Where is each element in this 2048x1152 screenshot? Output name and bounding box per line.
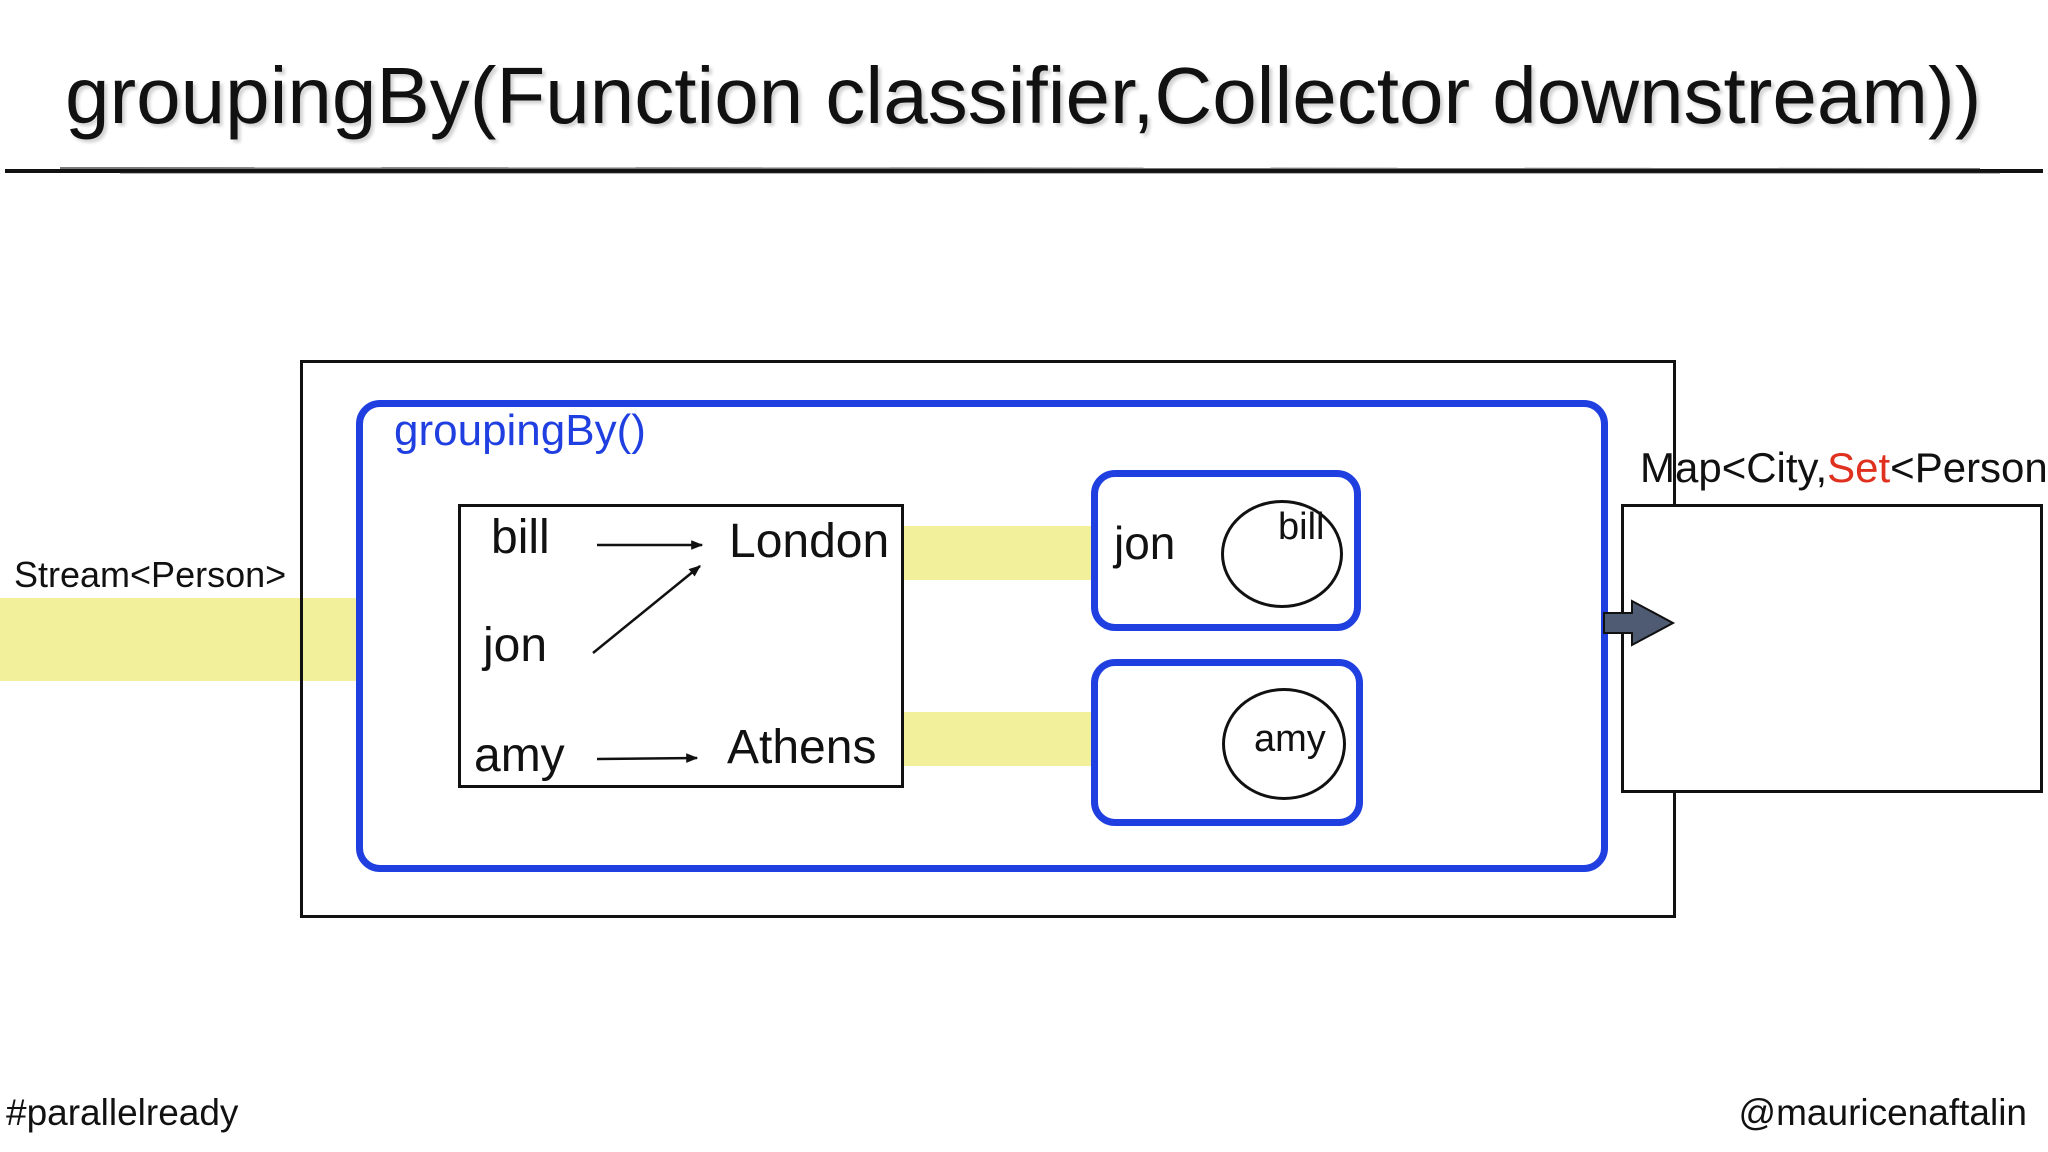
footer-hashtag: #parallelready bbox=[6, 1092, 239, 1133]
output-label-suffix: <Person> bbox=[1890, 444, 2048, 491]
output-map-box bbox=[1621, 504, 2043, 793]
title-rule bbox=[5, 167, 2043, 174]
classifier-city-athens: Athens bbox=[727, 721, 877, 774]
input-stream-band bbox=[0, 598, 356, 681]
classifier-key-bill: bill bbox=[491, 511, 550, 564]
groupingby-label: groupingBy() bbox=[394, 406, 646, 455]
group-key-jon: jon bbox=[1114, 517, 1176, 569]
group-member-bill: bill bbox=[1278, 506, 1325, 548]
member-set-london bbox=[1221, 500, 1343, 608]
output-label-set: Set bbox=[1827, 444, 1891, 491]
member-set-athens bbox=[1222, 688, 1346, 800]
classifier-key-amy: amy bbox=[474, 729, 565, 782]
classifier-key-jon: jon bbox=[483, 619, 548, 672]
input-stream-label: Stream<Person> bbox=[14, 554, 287, 595]
slide-title: groupingBy(Function classifier,Collector… bbox=[65, 51, 1982, 140]
classifier-city-london: London bbox=[729, 515, 890, 568]
output-label-prefix: Map<City, bbox=[1640, 444, 1828, 491]
athens-group-band bbox=[903, 712, 1093, 766]
london-group-band bbox=[903, 526, 1093, 580]
group-member-amy: amy bbox=[1254, 718, 1326, 760]
footer-handle: @mauricenaftalin bbox=[1738, 1092, 2027, 1133]
output-map-label: Map<City,Set<Person> bbox=[1640, 444, 2048, 492]
